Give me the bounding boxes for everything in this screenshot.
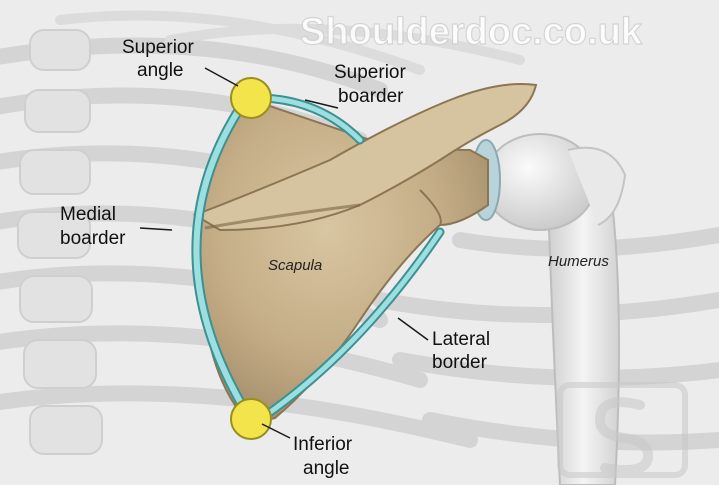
label-humerus: Humerus	[548, 253, 609, 270]
label-superior-border-line1: Superior	[334, 62, 406, 83]
inferior-angle-marker	[231, 399, 271, 439]
label-superior-border-line2: boarder	[338, 86, 404, 107]
label-lateral-border-line1: Lateral	[432, 329, 490, 350]
label-superior-angle-line2: angle	[137, 60, 184, 81]
label-superior-angle-line1: Superior	[122, 37, 194, 58]
label-inferior-angle-line1: Inferior	[293, 434, 353, 455]
label-lateral-border-line2: border	[432, 352, 488, 373]
superior-angle-marker	[231, 78, 271, 118]
label-scapula: Scapula	[268, 257, 322, 274]
watermark-text: Shoulderdoc.co.uk	[300, 11, 643, 53]
label-medial-border-line1: Medial	[60, 204, 116, 225]
label-inferior-angle-line2: angle	[303, 458, 350, 479]
label-medial-border-line2: boarder	[60, 228, 126, 249]
